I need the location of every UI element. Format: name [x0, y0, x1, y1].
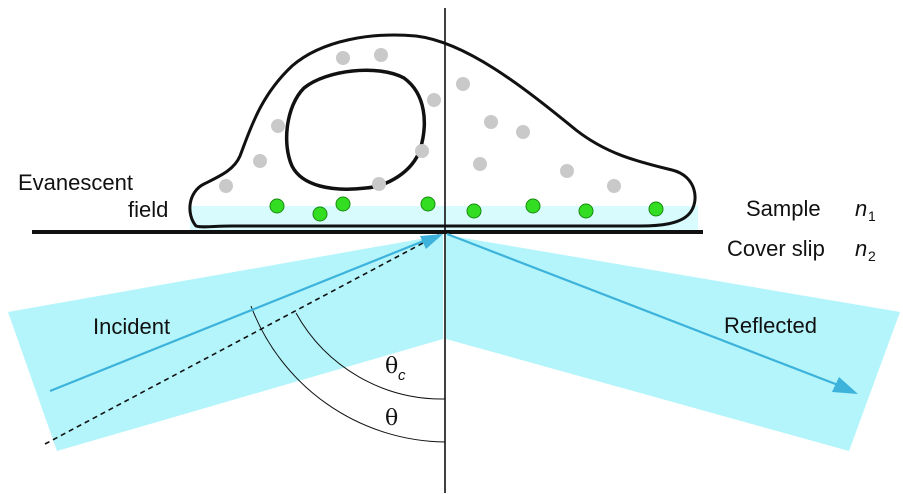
incident-arrow-shaft — [49, 238, 427, 393]
critical-angle-line — [44, 233, 441, 445]
fluorophore — [466, 203, 482, 219]
vesicle — [516, 125, 530, 139]
vesicle — [560, 164, 574, 178]
fluorophore — [335, 196, 351, 212]
reflected-label: Reflected — [724, 313, 817, 338]
vesicle — [271, 119, 285, 133]
evanescent-label-line2: field — [128, 197, 168, 222]
cover-index-label: n — [855, 236, 867, 261]
theta-c-label: θ — [385, 354, 398, 379]
fluorophore — [648, 201, 664, 217]
cover-slip-label: Cover slip — [727, 236, 825, 261]
vesicle — [456, 77, 470, 91]
vesicle — [253, 154, 267, 168]
nucleus — [284, 68, 426, 191]
vesicle — [415, 144, 429, 158]
vesicle — [374, 48, 388, 62]
fluorophore — [578, 203, 594, 219]
theta-label: θ — [385, 406, 398, 431]
sample-index-subscript: 1 — [868, 208, 876, 224]
fluorophore — [525, 198, 541, 214]
vesicle — [473, 157, 487, 171]
vesicle — [427, 93, 441, 107]
cover-index-subscript: 2 — [868, 248, 876, 264]
fluorophore — [312, 206, 328, 222]
vesicle — [336, 51, 350, 65]
reflected-arrowhead — [832, 377, 858, 394]
fluorophore — [420, 196, 436, 212]
reflected-beam-band — [446, 235, 900, 451]
evanescent-label-line1: Evanescent — [18, 170, 133, 195]
vesicle — [372, 177, 386, 191]
theta-arc — [250, 305, 446, 443]
theta-c-arc — [295, 312, 446, 400]
reflected-arrow-shaft — [446, 232, 839, 387]
vesicle — [219, 179, 233, 193]
incident-arrowhead — [420, 234, 443, 249]
fluorophore — [269, 198, 285, 214]
sample-index-label: n — [855, 196, 867, 221]
vesicles — [219, 48, 621, 193]
vesicle — [607, 179, 621, 193]
incident-label: Incident — [93, 314, 170, 339]
fluorophores — [269, 196, 664, 222]
sample-label: Sample — [746, 196, 821, 221]
vesicle — [484, 115, 498, 129]
incident-beam-band — [8, 235, 443, 451]
cell-membrane — [188, 33, 697, 229]
theta-c-subscript: c — [398, 367, 406, 384]
